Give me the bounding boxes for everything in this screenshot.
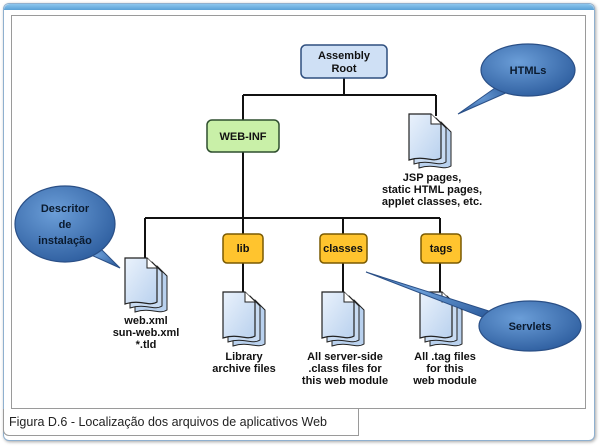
figure-caption: Figura D.6 - Localização dos arquivos de… <box>9 415 327 429</box>
class-files-icon <box>321 291 365 347</box>
tags-node: tags <box>420 233 462 264</box>
webxml-label-line2: sun-web.xml <box>113 327 180 339</box>
web-xml-files-icon <box>124 257 168 313</box>
servlets-callout: Servlets <box>365 271 582 352</box>
lib-label: lib <box>237 243 250 255</box>
tag-files-label: All .tag files for this web module <box>412 351 477 387</box>
descritor-callout: Descritor de instalação <box>14 185 121 269</box>
tree-connectors <box>144 78 441 292</box>
serverside-label-line3: this web module <box>302 375 388 387</box>
tags-label: tags <box>430 243 453 255</box>
htmls-callout-label: HTMLs <box>510 65 547 77</box>
window-title-bar <box>4 4 594 10</box>
serverside-label-line1: All server-side <box>307 351 383 363</box>
descritor-line1: Descritor <box>41 203 90 215</box>
tag-files-icon <box>419 291 463 347</box>
tagfiles-label-line1: All .tag files <box>414 351 476 363</box>
classes-node: classes <box>319 233 368 264</box>
jsp-label-line3: applet classes, etc. <box>382 196 482 208</box>
webxml-label-line1: web.xml <box>123 315 167 327</box>
jsp-files-label: JSP pages, static HTML pages, applet cla… <box>382 172 482 208</box>
webxml-label-line3: *.tld <box>136 339 157 351</box>
descritor-line2: de <box>59 219 72 231</box>
library-files-label: Library archive files <box>212 351 276 375</box>
library-label-line1: Library <box>225 351 263 363</box>
class-files-label: All server-side .class files for this we… <box>302 351 388 387</box>
web-inf-label: WEB-INF <box>219 131 266 143</box>
jsp-files-icon <box>408 113 452 169</box>
caption-tab <box>3 409 359 436</box>
jsp-label-line1: JSP pages, <box>403 172 462 184</box>
assembly-root-line1: Assembly <box>318 50 371 62</box>
tagfiles-label-line2: for this <box>426 363 463 375</box>
assembly-root-node: Assembly Root <box>300 44 388 79</box>
jsp-label-line2: static HTML pages, <box>382 184 482 196</box>
descritor-line3: instalação <box>38 235 92 247</box>
classes-label: classes <box>323 243 363 255</box>
serverside-label-line2: .class files for <box>308 363 382 375</box>
web-xml-files-label: web.xml sun-web.xml *.tld <box>113 315 180 351</box>
servlets-callout-label: Servlets <box>509 321 552 333</box>
library-files-icon <box>222 291 266 347</box>
tagfiles-label-line3: web module <box>412 375 477 387</box>
assembly-root-line2: Root <box>331 63 356 75</box>
lib-node: lib <box>222 233 264 264</box>
web-inf-node: WEB-INF <box>206 119 280 153</box>
library-label-line2: archive files <box>212 363 276 375</box>
htmls-callout: HTMLs <box>457 43 576 115</box>
